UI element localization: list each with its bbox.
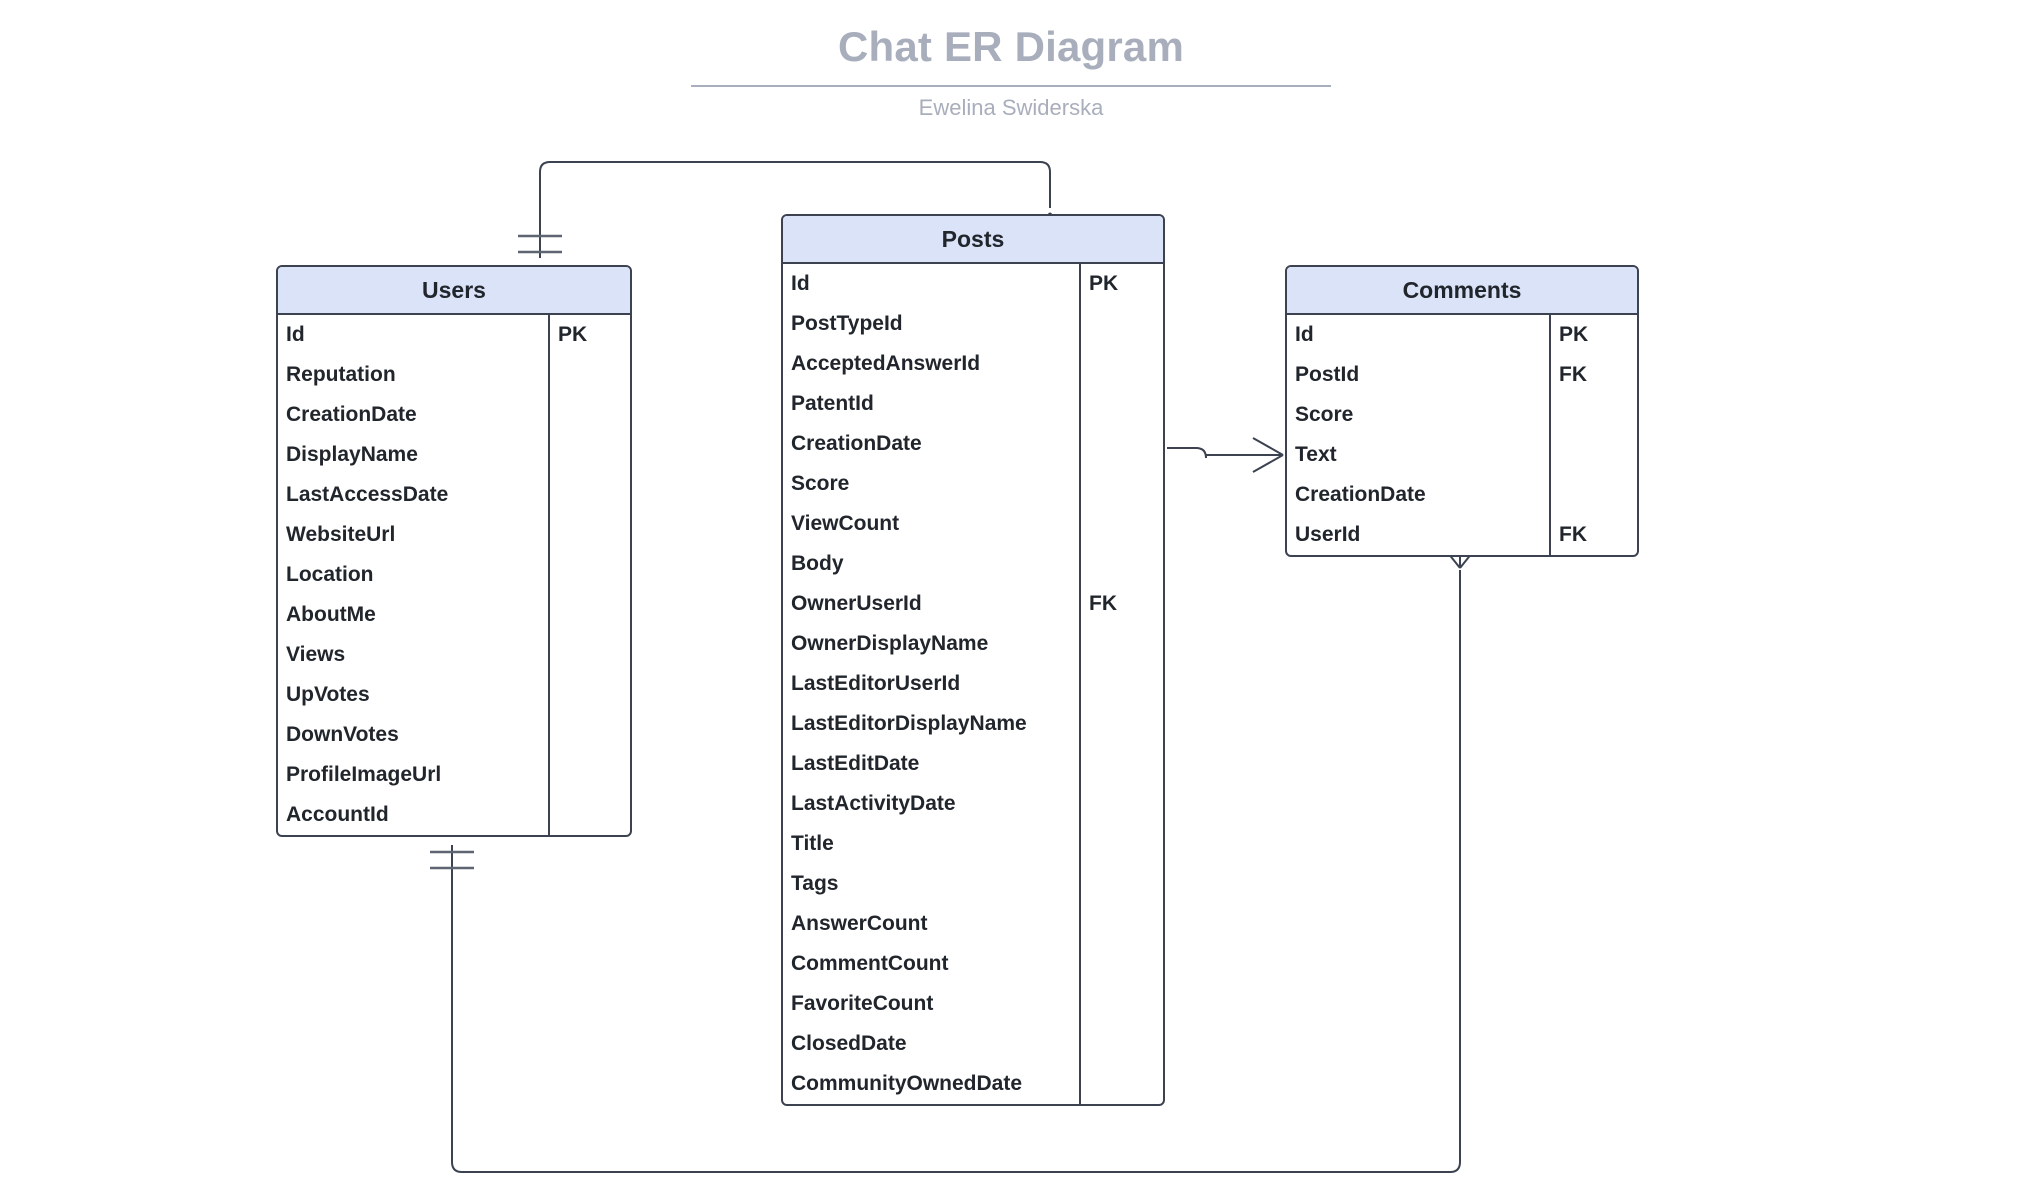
- entity-comments-key-column: PK FK FK: [1551, 315, 1637, 555]
- field-row[interactable]: PostId: [1295, 363, 1360, 386]
- key-badge: PK: [558, 323, 588, 346]
- key-badge: [1081, 704, 1163, 744]
- key-badge: [1081, 864, 1163, 904]
- key-badge: [550, 795, 630, 835]
- diagram-author: Ewelina Swiderska: [918, 95, 1104, 120]
- field-row[interactable]: FavoriteCount: [791, 992, 934, 1015]
- entity-users-field-column: Id Reputation CreationDate DisplayName L…: [278, 315, 550, 835]
- field-row[interactable]: Title: [791, 832, 834, 855]
- entity-body-comments: Id PostId Score Text CreationDate UserId…: [1287, 315, 1637, 555]
- field-row[interactable]: Id: [286, 323, 305, 346]
- field-row[interactable]: DisplayName: [286, 443, 418, 466]
- entity-header-comments: Comments: [1287, 267, 1637, 315]
- field-row[interactable]: LastEditorDisplayName: [791, 712, 1027, 735]
- field-row[interactable]: LastEditDate: [791, 752, 920, 775]
- entity-posts-key-column: PK FK: [1081, 264, 1163, 1104]
- key-badge: [550, 355, 630, 395]
- entity-body-users: Id Reputation CreationDate DisplayName L…: [278, 315, 630, 835]
- key-badge: [1081, 544, 1163, 584]
- key-badge: [1081, 384, 1163, 424]
- key-badge: [550, 715, 630, 755]
- entity-posts-field-column: Id PostTypeId AcceptedAnswerId PatentId …: [783, 264, 1081, 1104]
- key-badge: [1551, 435, 1637, 475]
- field-row[interactable]: DownVotes: [286, 723, 399, 746]
- key-badge: [1081, 904, 1163, 944]
- field-row[interactable]: PostTypeId: [791, 312, 903, 335]
- key-badge: [1081, 1064, 1163, 1104]
- field-row[interactable]: CommunityOwnedDate: [791, 1072, 1023, 1095]
- key-badge: [1081, 1024, 1163, 1064]
- field-row[interactable]: Body: [791, 552, 844, 575]
- field-row[interactable]: PatentId: [791, 392, 874, 415]
- key-badge: [1081, 664, 1163, 704]
- field-row[interactable]: Score: [791, 472, 850, 495]
- key-badge: [1081, 344, 1163, 384]
- key-badge: [1551, 475, 1637, 515]
- entity-table-posts[interactable]: Posts Id PostTypeId AcceptedAnswerId Pat…: [781, 214, 1165, 1106]
- key-badge: [550, 675, 630, 715]
- field-row[interactable]: ViewCount: [791, 512, 900, 535]
- field-row[interactable]: Text: [1295, 443, 1337, 466]
- field-row[interactable]: UserId: [1295, 523, 1361, 546]
- key-badge: [1081, 824, 1163, 864]
- field-row[interactable]: Views: [286, 643, 346, 666]
- field-row[interactable]: WebsiteUrl: [286, 523, 396, 546]
- key-badge: [1081, 984, 1163, 1024]
- page-title: Chat ER Diagram: [837, 23, 1185, 70]
- key-badge: [1081, 744, 1163, 784]
- field-row[interactable]: AccountId: [286, 803, 389, 826]
- key-badge: [550, 435, 630, 475]
- entity-table-comments[interactable]: Comments Id PostId Score Text CreationDa…: [1285, 265, 1639, 557]
- field-row[interactable]: Reputation: [286, 363, 396, 386]
- field-row[interactable]: ProfileImageUrl: [286, 763, 442, 786]
- key-badge: [1081, 424, 1163, 464]
- diagram-title-block: Chat ER Diagram Ewelina Swiderska: [0, 0, 2022, 119]
- key-badge: [1081, 464, 1163, 504]
- key-badge: FK: [1559, 523, 1587, 546]
- field-row[interactable]: CreationDate: [791, 432, 922, 455]
- field-row[interactable]: UpVotes: [286, 683, 370, 706]
- field-row[interactable]: OwnerDisplayName: [791, 632, 989, 655]
- entity-table-users[interactable]: Users Id Reputation CreationDate Display…: [276, 265, 632, 837]
- field-row[interactable]: LastEditorUserId: [791, 672, 961, 695]
- field-row[interactable]: AboutMe: [286, 603, 376, 626]
- key-badge: [550, 595, 630, 635]
- entity-header-posts: Posts: [783, 216, 1163, 264]
- field-row[interactable]: CommentCount: [791, 952, 949, 975]
- key-badge: PK: [1559, 323, 1589, 346]
- field-row[interactable]: Tags: [791, 872, 839, 895]
- field-row[interactable]: Location: [286, 563, 374, 586]
- key-badge: [1081, 944, 1163, 984]
- key-badge: FK: [1089, 592, 1117, 615]
- field-row[interactable]: CreationDate: [1295, 483, 1426, 506]
- entity-comments-field-column: Id PostId Score Text CreationDate UserId: [1287, 315, 1551, 555]
- field-row[interactable]: OwnerUserId: [791, 592, 922, 615]
- field-row[interactable]: LastAccessDate: [286, 483, 449, 506]
- field-row[interactable]: Id: [1295, 323, 1314, 346]
- key-badge: [1081, 304, 1163, 344]
- key-badge: [550, 755, 630, 795]
- key-badge: FK: [1559, 363, 1587, 386]
- key-badge: [550, 475, 630, 515]
- key-badge: [1551, 395, 1637, 435]
- key-badge: [550, 635, 630, 675]
- field-row[interactable]: AcceptedAnswerId: [791, 352, 981, 375]
- field-row[interactable]: CreationDate: [286, 403, 417, 426]
- key-badge: [550, 555, 630, 595]
- entity-header-users: Users: [278, 267, 630, 315]
- key-badge: [550, 515, 630, 555]
- field-row[interactable]: LastActivityDate: [791, 792, 956, 815]
- title-divider: [691, 85, 1331, 87]
- entity-users-key-column: PK: [550, 315, 630, 835]
- key-badge: [1081, 784, 1163, 824]
- key-badge: [1081, 624, 1163, 664]
- entity-body-posts: Id PostTypeId AcceptedAnswerId PatentId …: [783, 264, 1163, 1104]
- key-badge: [1081, 504, 1163, 544]
- field-row[interactable]: AnswerCount: [791, 912, 928, 935]
- key-badge: PK: [1089, 272, 1119, 295]
- field-row[interactable]: Id: [791, 272, 810, 295]
- field-row[interactable]: ClosedDate: [791, 1032, 907, 1055]
- key-badge: [550, 395, 630, 435]
- field-row[interactable]: Score: [1295, 403, 1354, 426]
